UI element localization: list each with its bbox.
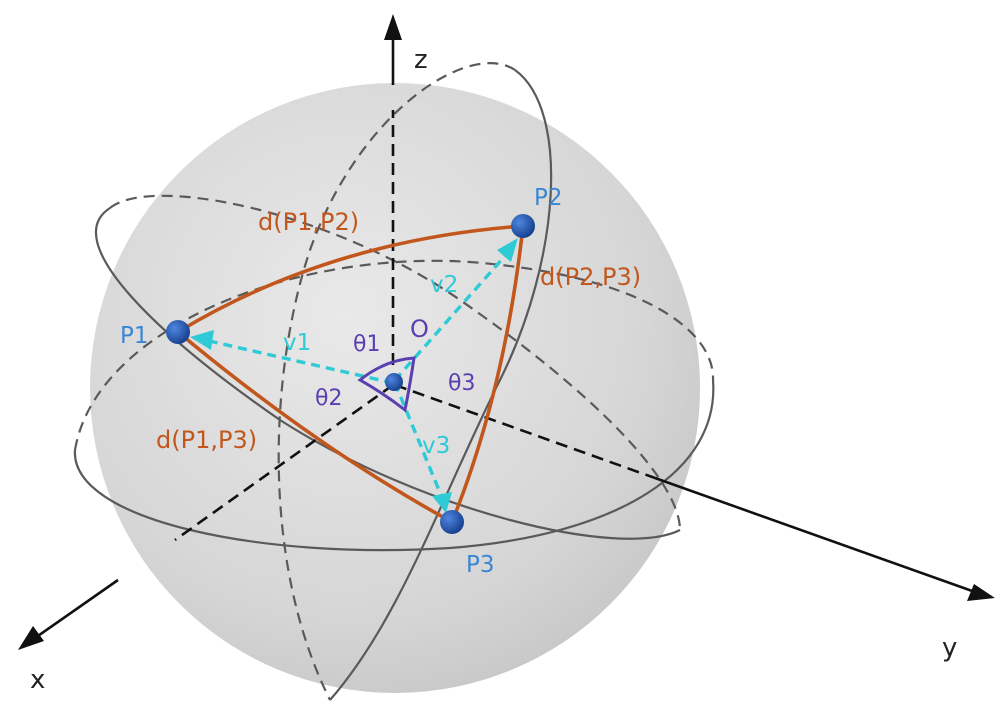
- vector-v1: [204, 338, 394, 385]
- point-p1: [166, 320, 190, 344]
- y-axis-hidden: [394, 383, 656, 480]
- angle-marker: [357, 356, 416, 413]
- x-axis-visible: [34, 578, 119, 640]
- y-axis-visible: [654, 476, 976, 594]
- point-p3-label: P3: [466, 552, 495, 578]
- vector-arrowheads: [190, 238, 518, 513]
- triangle-arcs: [176, 224, 525, 524]
- arc-p2-p3: [450, 224, 525, 524]
- x-axis-label: x: [30, 665, 45, 695]
- x-axis-arrowhead: [18, 626, 44, 650]
- great-circles-back: [73, 62, 715, 701]
- axes: [18, 14, 995, 650]
- z-axis-arrowhead: [384, 14, 402, 40]
- great-circles-front: [73, 69, 715, 701]
- arc-p1-p3: [176, 330, 454, 524]
- great-circle-equator-back: [73, 259, 715, 451]
- distance-d23-label: d(P2,P3): [540, 263, 641, 291]
- great-circle-equator-front: [73, 379, 715, 552]
- y-axis-arrowhead: [967, 584, 995, 601]
- angle-theta2-label: θ2: [315, 386, 342, 411]
- great-circle-b-back: [109, 194, 682, 531]
- point-p2-label: P2: [534, 185, 563, 211]
- vector-v2-arrowhead: [497, 238, 518, 262]
- vector-v3-label: v3: [422, 433, 450, 459]
- angle-theta3-label: θ3: [448, 371, 475, 396]
- center-label: O: [410, 315, 429, 343]
- point-p1-label: P1: [120, 323, 149, 349]
- vector-v3-arrowhead: [432, 492, 452, 513]
- point-p2: [511, 214, 535, 238]
- vector-v2-label: v2: [430, 272, 458, 298]
- x-axis-hidden: [174, 383, 394, 542]
- arc-p1-p2: [176, 224, 525, 334]
- distance-d13-label: d(P1,P3): [156, 426, 257, 454]
- distance-d12-label: d(P1,P2): [258, 208, 359, 236]
- great-circle-a-back: [277, 62, 516, 701]
- center-point: [385, 373, 403, 391]
- vector-v3: [393, 382, 445, 501]
- y-axis-label: y: [942, 633, 957, 663]
- vector-v1-label: v1: [283, 330, 311, 356]
- great-circle-a-front: [329, 69, 553, 701]
- vectors: [204, 246, 514, 501]
- point-p3: [440, 510, 464, 534]
- z-axis-label: z: [414, 45, 428, 75]
- great-circle-b-front: [95, 207, 681, 540]
- angle-theta1-label: θ1: [353, 332, 380, 357]
- vector-v1-arrowhead: [190, 330, 214, 350]
